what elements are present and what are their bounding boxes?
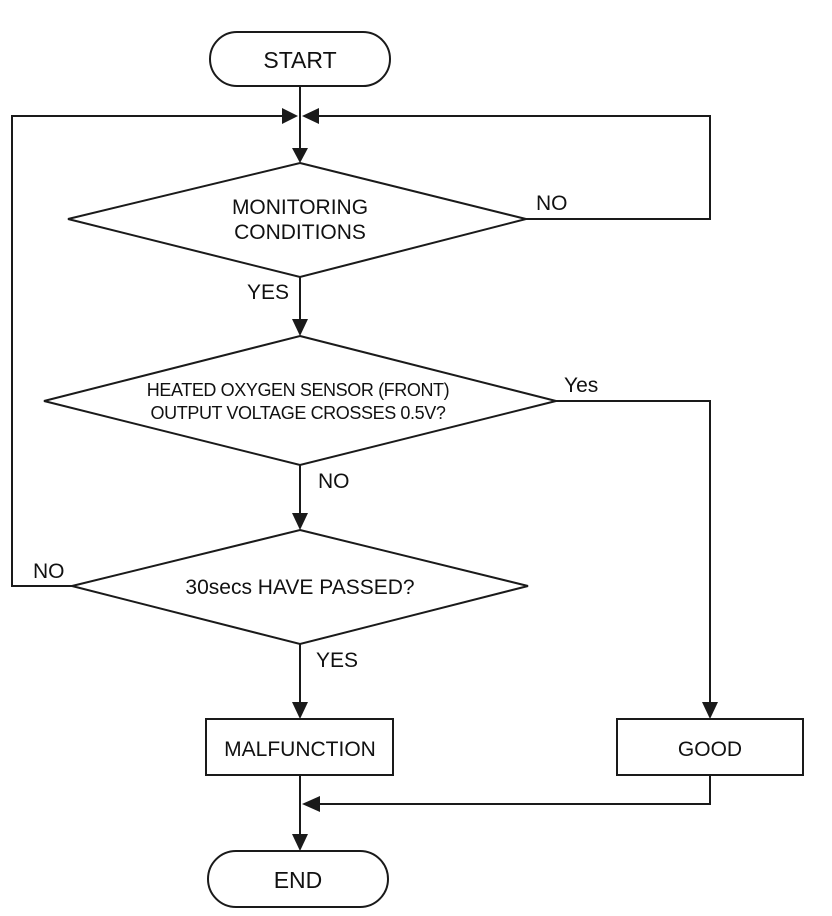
malfunction-label: MALFUNCTION [224,738,376,761]
sensor-yes-label: Yes [564,374,598,397]
arrowhead-loop-left [282,108,298,124]
arrowhead-loop-right [302,108,319,124]
sensor-label-line1: HEATED OXYGEN SENSOR (FRONT) [147,380,450,400]
monitoring-label-line1: MONITORING [232,196,368,219]
good-label: GOOD [678,738,742,761]
end-label: END [274,867,323,893]
timer-label: 30secs HAVE PASSED? [185,576,414,599]
good-shape [616,718,804,776]
timer-decision: 30secs HAVE PASSED? [71,528,529,646]
arrowhead-into-malfunction [292,702,308,719]
arrowhead-into-end [292,834,308,851]
malfunction-shape [205,718,394,776]
sensor-no-label: NO [318,470,350,493]
arrowhead-into-sensor [292,319,308,336]
edge-monitoring-no-loop [318,115,711,220]
good-box: GOOD [616,718,804,776]
monitoring-diamond [67,161,527,279]
start-terminal: START [209,31,391,87]
monitoring-yes-label: YES [247,281,289,304]
arrowhead-into-good [702,702,718,719]
malfunction-box: MALFUNCTION [205,718,394,776]
timer-diamond [71,528,529,646]
end-terminal: END [207,850,389,908]
sensor-label-line2: OUTPUT VOLTAGE CROSSES 0.5V? [151,403,446,423]
monitoring-label-line2: CONDITIONS [234,221,366,244]
timer-no-label: NO [33,560,65,583]
timer-yes-label: YES [316,649,358,672]
sensor-diamond [43,334,557,467]
start-label: START [263,47,336,73]
arrowhead-into-monitoring [292,148,308,163]
edge-good-to-end [320,775,711,805]
edge-timer-no-loop [11,115,282,587]
monitoring-conditions-decision: MONITORING CONDITIONS [67,161,527,279]
edge-sensor-yes [556,400,711,707]
connectors [11,86,711,837]
arrowheads [282,108,718,851]
edge-labels: NO YES Yes NO NO YES [33,192,598,672]
start-shape [209,31,391,87]
end-shape [207,850,389,908]
monitoring-no-label: NO [536,192,568,215]
arrowhead-merge-to-end-line [302,796,320,812]
sensor-voltage-decision: HEATED OXYGEN SENSOR (FRONT) OUTPUT VOLT… [43,334,557,467]
arrowhead-into-timer [292,513,308,530]
